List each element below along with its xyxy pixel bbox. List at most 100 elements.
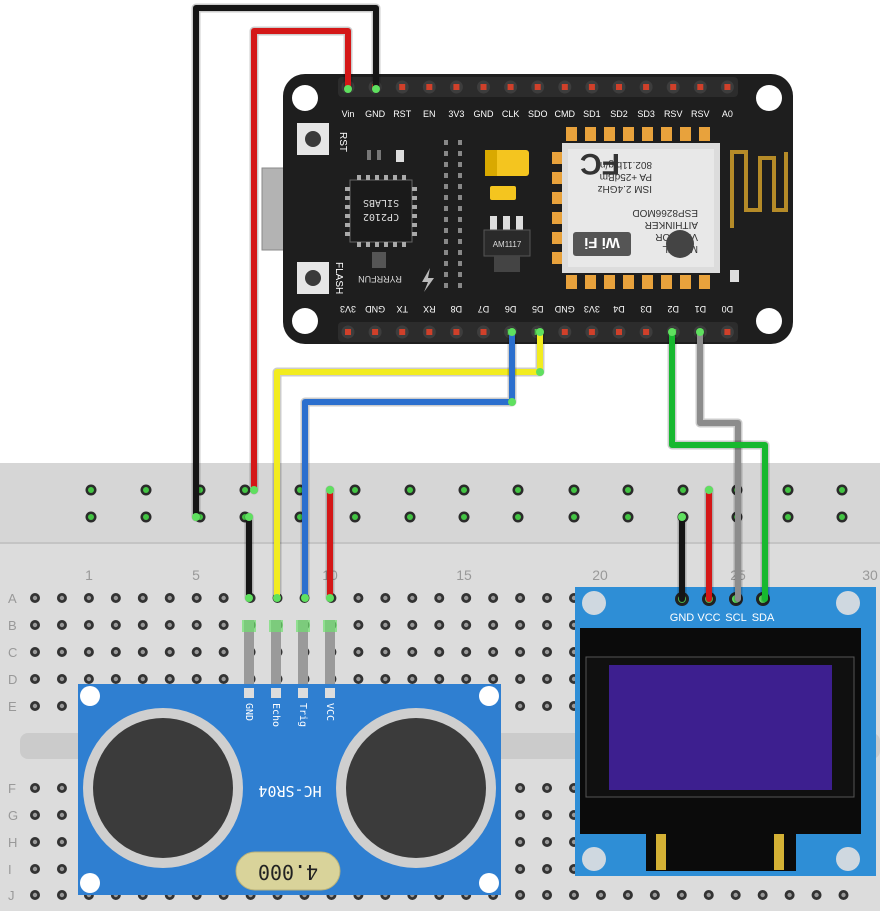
module-pad (642, 127, 653, 141)
terminal-hole-center (383, 595, 388, 601)
via (458, 250, 462, 255)
terminal-hole-center (437, 676, 442, 682)
rail-hole-contact (407, 514, 413, 520)
via (444, 140, 448, 145)
terminal-hole-center (32, 649, 38, 655)
chip-pin (345, 187, 350, 191)
terminal-hole-center (32, 676, 38, 682)
module-line-3: AITHINKER (645, 219, 698, 230)
module-pad (566, 127, 577, 141)
chip-pin (357, 175, 361, 180)
rail-hole-contact (839, 514, 845, 520)
via (444, 250, 448, 255)
terminal-hole-center (517, 785, 523, 791)
via (458, 283, 462, 288)
terminal-hole-center (59, 595, 65, 601)
terminal-hole-center (32, 839, 38, 845)
pin (561, 84, 568, 90)
oled-pin-label: SCL (725, 612, 746, 624)
pin (372, 329, 379, 335)
module-pad (585, 275, 596, 289)
wire-gray-scl (697, 329, 741, 602)
wire-contact (668, 328, 676, 336)
terminal-hole-center (356, 595, 361, 601)
mount-hole (80, 686, 100, 706)
top-pin-label: SD1 (583, 109, 601, 119)
terminal-hole-center (517, 812, 523, 818)
chip-pin (366, 242, 370, 247)
module-pad (552, 192, 562, 204)
wifi-badge (573, 232, 631, 256)
terminal-hole-center (517, 649, 523, 655)
chip-pin (384, 175, 388, 180)
chip-pin (375, 175, 379, 180)
via (444, 173, 448, 178)
oled-pin-label: SDA (752, 612, 775, 624)
row-letter: H (8, 835, 17, 850)
mount-hole (292, 85, 318, 111)
terminal-hole-center (544, 892, 550, 898)
rail-hole-contact (515, 487, 521, 493)
regulator-pin (503, 216, 510, 230)
module-pad (552, 252, 562, 264)
wire-contact (245, 513, 253, 521)
regulator-label: AM1117 (493, 240, 522, 249)
terminal-hole-center (544, 839, 550, 845)
terminal-hole-center (517, 703, 523, 709)
power-rail-holes (85, 484, 848, 523)
chip-pin (345, 205, 350, 209)
row-letter: G (8, 808, 18, 823)
rail-hole-contact (88, 487, 94, 493)
sensor-header-pin (244, 620, 254, 684)
terminal-hole-center (383, 622, 388, 628)
wire-contact (326, 594, 334, 602)
sensor-pin-contact (323, 620, 337, 632)
rail-hole-contact (571, 514, 577, 520)
top-pin-label: SD2 (610, 109, 628, 119)
module-pad (552, 212, 562, 224)
module-pad (623, 275, 634, 289)
rail-hole-contact (515, 514, 521, 520)
ribbon-contact (656, 834, 666, 870)
terminal-hole-center (464, 649, 469, 655)
pin (561, 329, 568, 335)
terminal-hole-center (59, 676, 65, 682)
via (458, 140, 462, 145)
terminal-hole-center (221, 649, 226, 655)
pin (399, 329, 406, 335)
chip-pin (412, 232, 417, 236)
rail-hole-contact (680, 487, 686, 493)
chip-pin (366, 175, 370, 180)
rail-hole-contact (461, 514, 467, 520)
oled-screen (609, 665, 832, 790)
terminal-hole-center (32, 622, 38, 628)
chip-pin (412, 205, 417, 209)
bottom-pin-label: 3V3 (584, 304, 600, 314)
terminal-hole-center (544, 676, 550, 682)
transducer-right-inner (346, 718, 486, 858)
sensor-pin-label: GND (243, 703, 254, 721)
wire-contact (536, 328, 544, 336)
smd-component (377, 150, 381, 160)
module-pad (661, 275, 672, 289)
rail-hole-contact (785, 514, 791, 520)
bottom-pin-label: D5 (532, 304, 544, 314)
terminal-hole-center (464, 676, 469, 682)
flash-label: FLASH (333, 262, 344, 294)
chip-pin (412, 214, 417, 218)
top-pin-label: 3V3 (448, 109, 464, 119)
smd-component (367, 150, 371, 160)
sensor-name: HC-SR04 (258, 782, 321, 800)
wire-contact (536, 368, 544, 376)
terminal-hole-center (221, 622, 226, 628)
sensor-pin-contact (296, 620, 310, 632)
module-pad (699, 275, 710, 289)
terminal-hole-center (59, 839, 65, 845)
terminal-hole-center (437, 649, 442, 655)
terminal-hole-center (760, 892, 765, 898)
terminal-hole-center (59, 622, 65, 628)
module-line-7: 802.11b/g/n (600, 159, 652, 170)
terminal-hole-center (86, 676, 92, 682)
